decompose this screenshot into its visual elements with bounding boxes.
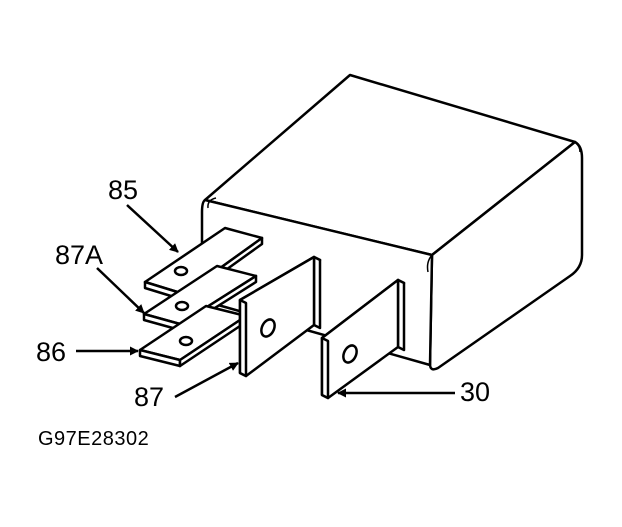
label-30: 30: [460, 377, 490, 407]
terminal-87: [238, 255, 322, 378]
label-85: 85: [108, 175, 138, 205]
label-87: 87: [134, 382, 164, 412]
arrow-87a: [96, 267, 145, 314]
terminal-30: [320, 278, 406, 400]
label-87a: 87A: [55, 240, 103, 270]
figure-code: G97E28302: [38, 428, 149, 450]
terminal-86: [138, 304, 248, 368]
arrow-87: [174, 361, 239, 399]
leader-arrows: [76, 204, 455, 399]
arrow-85: [126, 204, 179, 253]
label-86: 86: [36, 337, 66, 367]
